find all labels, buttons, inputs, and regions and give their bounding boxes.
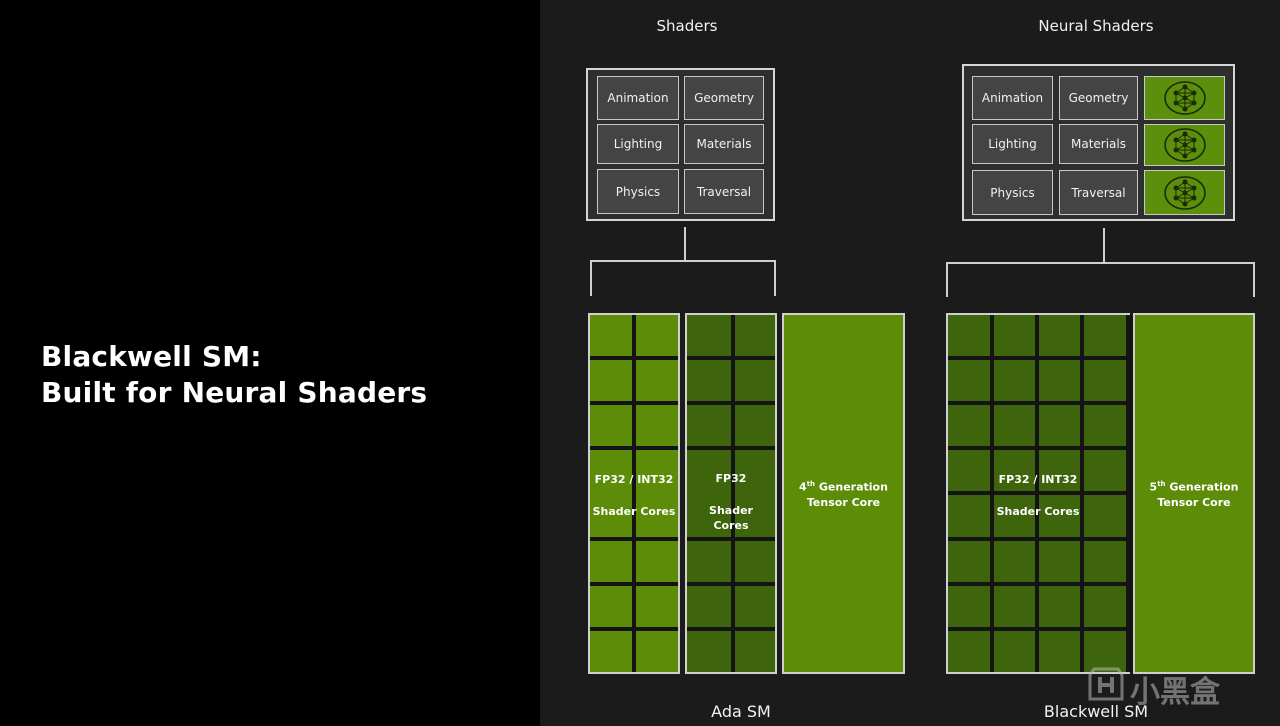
neural-cell-3 [1144,170,1225,215]
neural-shaders-heading: Neural Shaders [1038,17,1154,35]
shaders-connector-stem [684,227,686,260]
shaders-connector-left [590,260,592,296]
blackwell-tensor-label-1: 5th Generation [1149,479,1239,494]
ada-fp32-int32-cores: FP32 / INT32 Shader Cores [588,313,680,674]
shader-cell-lighting: Lighting [597,124,679,164]
neural-connector-left [946,262,948,297]
neural-network-icon [1163,81,1206,115]
watermark-logo: 小黑盒 [1086,665,1246,710]
watermark-text: 小黑盒 [1130,675,1220,710]
neural-network-icon [1163,128,1206,162]
blackwell-tensor-label-2: Tensor Core [1157,496,1231,510]
shaders-connector-right [774,260,776,296]
ada-fp32-cores: FP32 Shader Cores [685,313,777,674]
blackwell-sm-label: Blackwell SM [1043,702,1149,721]
shader-cell-animation: Animation [597,76,679,120]
ada-tensor-label-1: 4th Generation [799,479,888,494]
neural-cell-geometry: Geometry [1059,76,1138,120]
shader-cell-traversal: Traversal [684,169,764,214]
shaders-connector-bar [590,260,776,262]
neural-cell-animation: Animation [972,76,1053,120]
neural-cell-lighting: Lighting [972,124,1053,164]
neural-network-icon [1163,175,1206,210]
neural-connector-bar [946,262,1255,264]
slide-title-line-2: Built for Neural Shaders [41,376,428,409]
ada-fp32-label-3: Cores [713,519,749,532]
blackwell-divider [1126,315,1134,672]
blackwell-cores-label-2: Shader Cores [996,505,1080,518]
ada-fp32-int32-label-1: FP32 / INT32 [594,473,674,486]
watermark-box-icon [1088,667,1124,701]
neural-cell-materials: Materials [1059,124,1138,164]
blackwell-cores-label-1: FP32 / INT32 [998,473,1078,486]
shaders-heading: Shaders [656,17,718,35]
ada-tensor-label-2: Tensor Core [806,496,881,510]
shader-cell-geometry: Geometry [684,76,764,120]
left-title-area: Blackwell SM: Built for Neural Shaders [0,0,540,726]
blackwell-tensor-core: 5th Generation Tensor Core [1133,313,1255,674]
blackwell-unified-cores: FP32 / INT32 Shader Cores [946,313,1130,674]
ada-fp32-label-1: FP32 [715,472,747,485]
slide-title-line-1: Blackwell SM: [41,340,262,373]
neural-cell-1 [1144,76,1225,120]
ada-tensor-core: 4th Generation Tensor Core [782,313,905,674]
neural-cell-physics: Physics [972,170,1053,215]
slide-title: Blackwell SM: Built for Neural Shaders [41,339,427,411]
neural-cell-traversal: Traversal [1059,170,1138,215]
ada-fp32-label-2: Shader [709,504,753,517]
shader-cell-materials: Materials [684,124,764,164]
shader-cell-physics: Physics [597,169,679,214]
neural-connector-stem [1103,228,1105,262]
ada-fp32-int32-label-2: Shader Cores [592,505,676,518]
neural-connector-right [1253,262,1255,297]
ada-sm-label: Ada SM [711,702,771,721]
neural-cell-2 [1144,124,1225,166]
